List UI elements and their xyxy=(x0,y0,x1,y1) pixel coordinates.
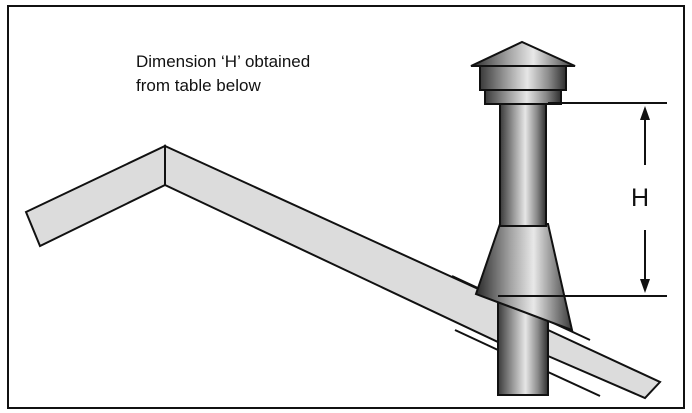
flue-pipe-upper xyxy=(499,99,547,227)
dimension-caption: Dimension ‘H’ obtained from table below xyxy=(136,50,310,98)
diagram-border xyxy=(7,5,685,409)
flashing-line-left xyxy=(454,329,499,351)
left-roof-slope xyxy=(24,144,166,248)
dimension-arrowhead-down xyxy=(640,279,650,293)
dimension-arrowhead-up xyxy=(640,106,650,120)
right-roof-slope-upper xyxy=(164,144,499,344)
caption-line-1: Dimension ‘H’ obtained xyxy=(136,52,311,71)
terminal-body xyxy=(479,65,567,91)
caption-line-2: from table below xyxy=(136,76,261,95)
right-roof-slope-lower xyxy=(547,328,662,400)
dimension-label: H xyxy=(631,184,650,212)
terminal-cap xyxy=(470,40,576,67)
flashing-line-bottom xyxy=(547,371,601,397)
